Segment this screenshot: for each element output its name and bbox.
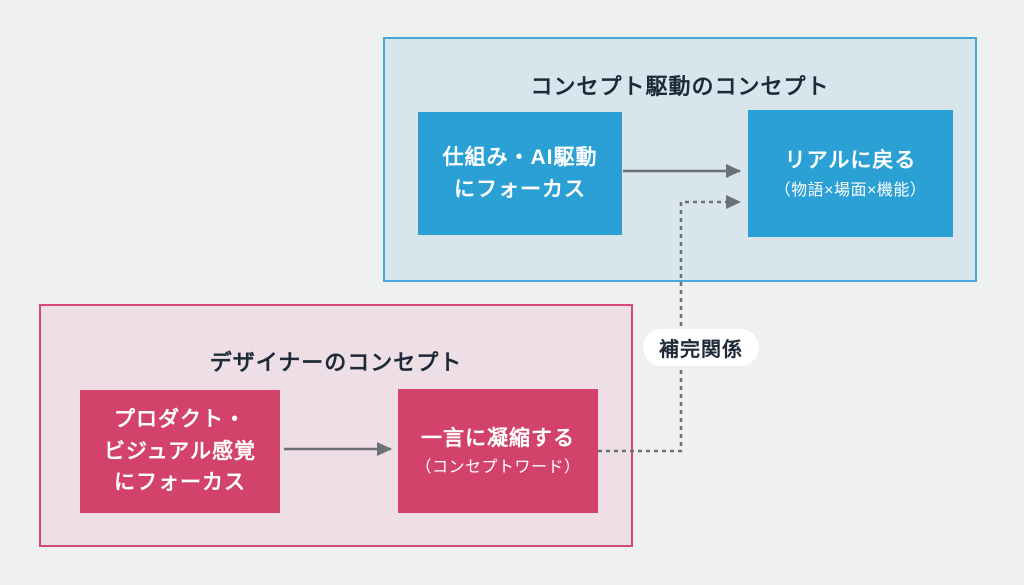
node-concept-word: 一言に凝縮する （コンセプトワード） bbox=[398, 389, 598, 513]
node-back-to-real: リアルに戻る （物語×場面×機能） bbox=[748, 110, 953, 237]
node-concept-word-title: 一言に凝縮する bbox=[421, 426, 575, 450]
node-product-focus-line3: にフォーカス bbox=[114, 471, 246, 495]
node-product-focus-line2: ビジュアル感覚 bbox=[104, 439, 256, 463]
node-back-to-real-title: リアルに戻る bbox=[784, 149, 917, 173]
group-designer: デザイナーのコンセプト プロダクト・ ビジュアル感覚 にフォーカス 一言に凝縮す… bbox=[39, 304, 633, 547]
relation-label-pill: 補完関係 bbox=[643, 329, 759, 366]
relation-label: 補完関係 bbox=[659, 339, 743, 361]
group-designer-title: デザイナーのコンセプト bbox=[209, 350, 463, 376]
node-product-focus: プロダクト・ ビジュアル感覚 にフォーカス bbox=[80, 390, 280, 513]
node-concept-word-subtitle: （コンセプトワード） bbox=[415, 459, 581, 477]
node-ai-focus-line1: 仕組み・AI駆動 bbox=[442, 146, 598, 169]
node-product-focus-line1: プロダクト・ bbox=[114, 408, 246, 432]
group-concept-driven: コンセプト駆動のコンセプト 仕組み・AI駆動 にフォーカス リアルに戻る （物語… bbox=[383, 37, 977, 282]
node-ai-focus: 仕組み・AI駆動 にフォーカス bbox=[418, 112, 622, 235]
group-concept-driven-title: コンセプト駆動のコンセプト bbox=[530, 74, 830, 100]
node-back-to-real-subtitle: （物語×場面×機能） bbox=[774, 181, 927, 199]
node-ai-focus-line2: にフォーカス bbox=[454, 177, 586, 201]
